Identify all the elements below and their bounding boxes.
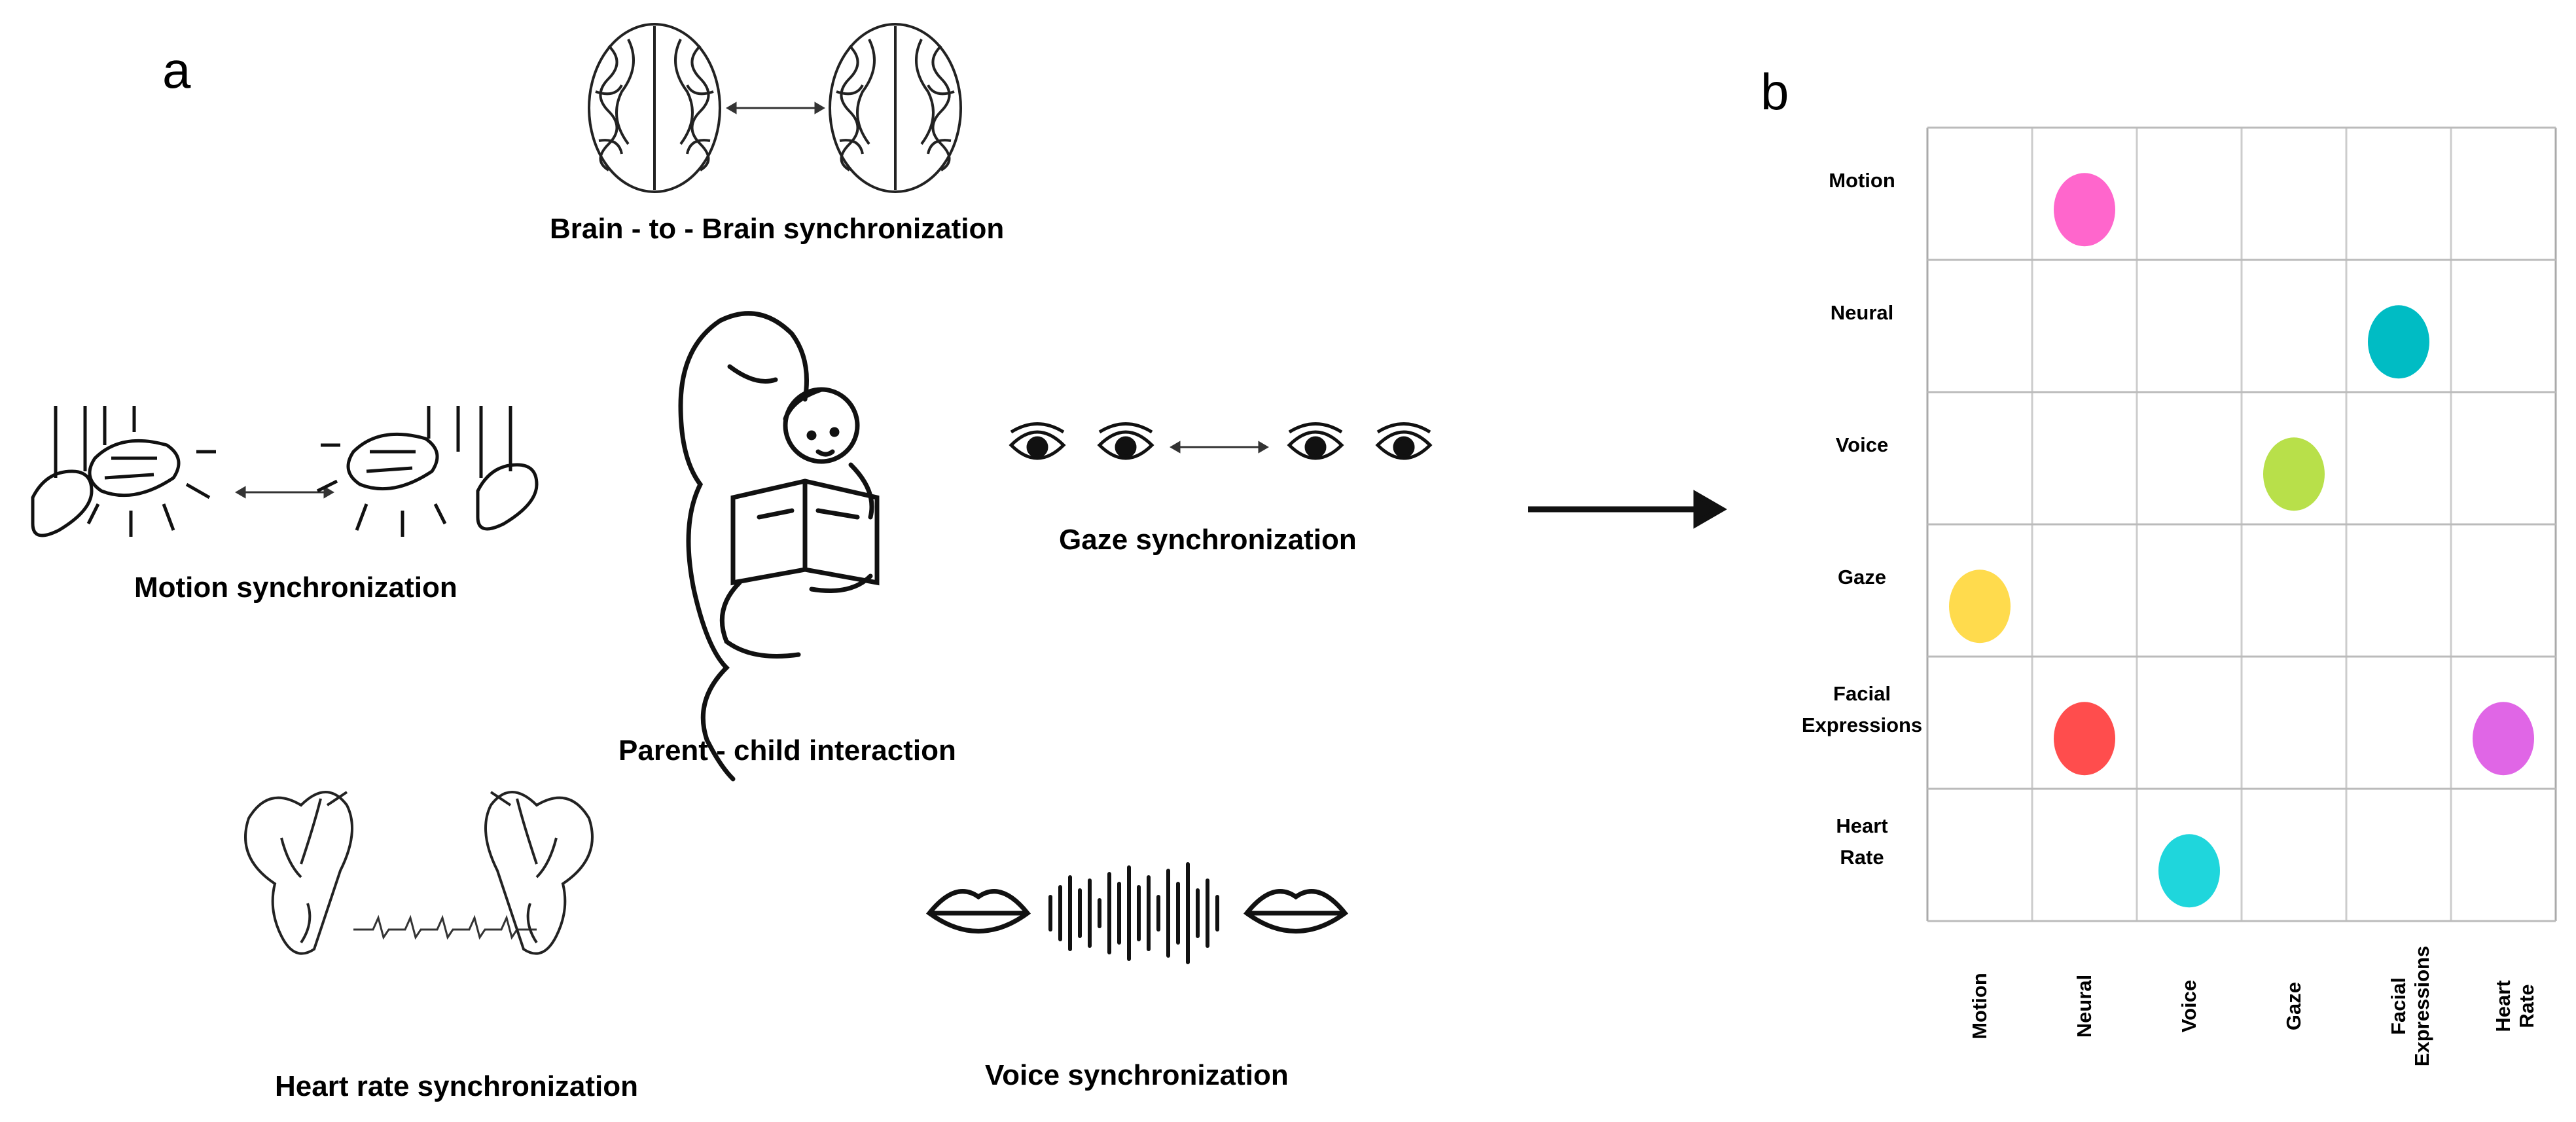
col-label-line: Neural	[2073, 974, 2096, 1038]
caption-brain-sync: Brain - to - Brain synchronization	[550, 213, 1005, 245]
row-label-line: Motion	[1829, 169, 1895, 192]
lips-right-icon	[1243, 889, 1349, 933]
eyes-right-icon	[1287, 422, 1433, 460]
eyes-left-icon	[1009, 422, 1154, 460]
row-label-2: Voice	[1797, 429, 1927, 461]
row-label-line: Neural	[1830, 301, 1894, 324]
matrix-dot-1	[2368, 305, 2429, 379]
row-label-3: Gaze	[1797, 562, 1927, 593]
voice-wave-icon	[1048, 862, 1219, 964]
brain-link-arrow-icon	[726, 101, 825, 115]
matrix-dot-5	[2473, 702, 2534, 776]
col-label-line: Motion	[1968, 973, 1991, 1040]
row-label-line: Heart	[1836, 814, 1888, 837]
caption-heart-sync: Heart rate synchronization	[275, 1070, 639, 1102]
matrix-dot-3	[1949, 570, 2011, 643]
col-label-line: Voice	[2177, 979, 2200, 1033]
matrix-dot-4	[2054, 702, 2115, 776]
heart-right-icon	[484, 791, 594, 955]
matrix-dot-2	[2263, 437, 2325, 511]
brain-left-icon	[588, 23, 721, 193]
feet-right-icon	[316, 406, 539, 537]
motion-link-arrow-icon	[235, 486, 334, 499]
col-label-text: Voice	[2177, 944, 2201, 1068]
caption-voice-sync: Voice synchronization	[985, 1059, 1289, 1091]
col-label-text: Motion	[1968, 944, 1992, 1068]
col-label-line: Facial	[2387, 977, 2410, 1035]
heartbeat-line-icon	[353, 914, 537, 940]
row-label-line: Gaze	[1837, 566, 1887, 588]
caption-parent-child: Parent - child interaction	[618, 734, 956, 767]
lips-left-icon	[925, 889, 1031, 933]
row-label-line: Facial	[1833, 682, 1891, 705]
row-label-0: Motion	[1797, 165, 1927, 196]
col-label-text: Neural	[2073, 944, 2096, 1068]
feet-left-icon	[31, 406, 216, 537]
row-label-1: Neural	[1797, 297, 1927, 329]
parent-child-reading-icon	[678, 311, 880, 782]
row-label-line: Voice	[1835, 433, 1889, 456]
col-label-line: Rate	[2515, 984, 2538, 1028]
heart-left-icon	[244, 791, 353, 955]
row-label-line: Expressions	[1801, 714, 1923, 736]
col-label-line: Heart	[2492, 980, 2514, 1032]
brain-right-icon	[829, 23, 962, 193]
gaze-link-arrow-icon	[1170, 441, 1269, 454]
row-label-line: Rate	[1840, 846, 1884, 869]
panel-transition-arrow-icon	[1528, 490, 1727, 529]
caption-gaze-sync: Gaze synchronization	[1059, 524, 1357, 556]
col-label-text: Gaze	[2282, 944, 2306, 1068]
col-label-line: Gaze	[2282, 981, 2305, 1031]
panel-label-b: b	[1761, 63, 1789, 120]
col-label-line: Expressions	[2410, 945, 2433, 1067]
panel-label-a: a	[162, 41, 191, 99]
matrix-dot-0	[2054, 173, 2115, 247]
matrix-dot-6	[2158, 834, 2220, 908]
caption-motion-sync: Motion synchronization	[134, 571, 457, 604]
